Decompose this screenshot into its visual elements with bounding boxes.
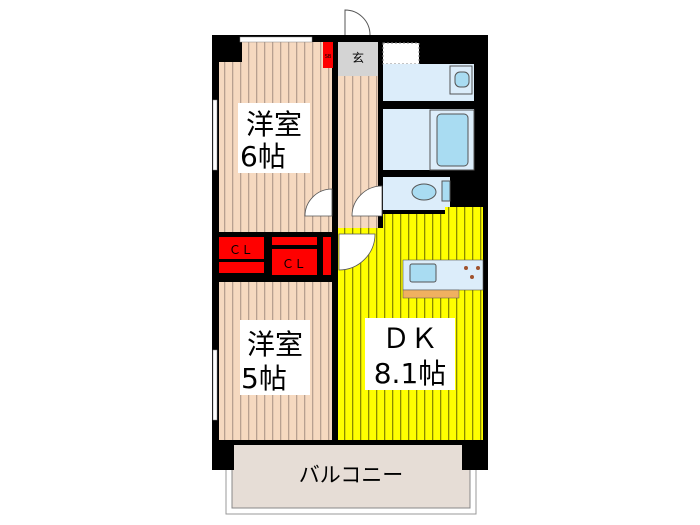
- entrance-door-icon: [344, 9, 371, 36]
- bath-door-icon: [351, 185, 383, 217]
- balcony: バルコニー: [225, 443, 477, 515]
- shoe-box: [323, 42, 333, 68]
- closet-1-label: ＣＬ: [229, 243, 253, 257]
- dk-size: 8.1帖: [374, 357, 447, 390]
- western-6-door-icon: [304, 188, 333, 217]
- stove-icon: [464, 266, 480, 279]
- western-6-size: 6帖: [240, 140, 286, 173]
- western-6-name: 洋室: [246, 108, 302, 141]
- toilet-icon: [411, 183, 437, 201]
- balcony-label: バルコニー: [299, 463, 404, 487]
- entrance: [338, 42, 378, 76]
- entrance-label: 玄: [352, 50, 364, 65]
- western-5-size: 5帖: [241, 362, 287, 395]
- western-5-name: 洋室: [247, 328, 303, 361]
- dk-door-icon: [338, 233, 376, 271]
- dk-name: ＤＫ: [382, 322, 438, 355]
- closet-2-label: ＣＬ: [282, 257, 306, 271]
- closet-1: [219, 237, 264, 259]
- shoe-box-label: SB: [325, 54, 332, 60]
- storage-dashed: [382, 42, 420, 65]
- sink-icon: [409, 263, 437, 283]
- closet-2: [272, 237, 317, 245]
